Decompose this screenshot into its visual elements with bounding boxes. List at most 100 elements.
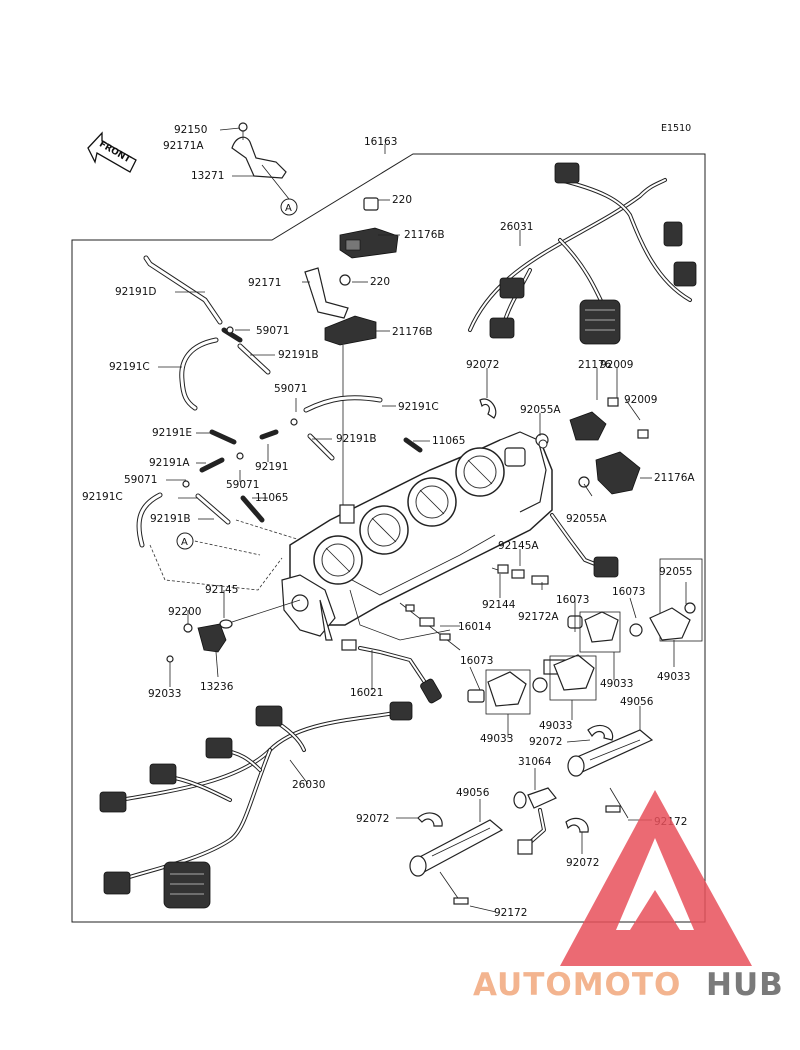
part-label-27: 59071 — [226, 479, 259, 491]
map-sensor-lower — [324, 274, 377, 510]
part-label-12: 92191B — [278, 349, 319, 361]
fuel-joint-31064 — [513, 787, 557, 855]
part-label-2: 13271 — [191, 170, 224, 182]
part-label-50: 49056 — [620, 696, 654, 708]
adjuster-screws — [491, 564, 549, 585]
diagram-frame — [71, 153, 706, 923]
part-label-47: 16021 — [350, 687, 383, 699]
watermark-text-2: HUB — [706, 967, 784, 1003]
part-label-5: 21176B — [404, 229, 445, 241]
part-label-29: 92191C — [82, 491, 123, 503]
part-label-55: 49056 — [456, 787, 490, 799]
part-label-7: 92191D — [115, 286, 157, 298]
throttle-body-assembly — [281, 431, 553, 641]
part-label-3: 16163 — [364, 136, 397, 148]
part-label-42: 92033 — [148, 688, 181, 700]
ref-circle-a-body: A — [176, 532, 194, 550]
part-label-13: 92191C — [109, 361, 150, 373]
part-label-51: 92072 — [529, 736, 562, 748]
part-label-24: 92191A — [149, 457, 190, 469]
part-label-15: 92191C — [398, 401, 439, 413]
map-sensor-upper — [339, 197, 399, 259]
part-label-14: 59071 — [274, 383, 307, 395]
part-label-53: 26030 — [292, 779, 325, 791]
part-label-54: 92072 — [356, 813, 389, 825]
part-label-16: 92072 — [466, 359, 499, 371]
part-label-25: 92191 — [255, 461, 288, 473]
harness-26031 — [468, 162, 697, 345]
ref-circle-a-top: A — [280, 198, 298, 216]
part-label-57: 92072 — [566, 857, 599, 869]
idle-screw-set — [399, 602, 461, 651]
vacuum-hoses — [136, 255, 423, 548]
part-label-11: 21176B — [392, 326, 433, 338]
front-arrow-icon: FRONT — [87, 131, 137, 173]
tps-sensor-21176a — [578, 429, 649, 495]
part-label-41: 16073 — [612, 586, 645, 598]
part-label-17: 21176 — [578, 359, 612, 371]
watermark-triangle-icon — [560, 790, 752, 966]
part-label-35: 92144 — [482, 599, 516, 611]
part-label-26: 59071 — [124, 474, 157, 486]
watermark-text-1: AUTOMOTO — [473, 967, 681, 1003]
part-label-18: 92009 — [600, 359, 633, 371]
throttle-bore-3 — [407, 477, 457, 527]
part-label-43: 13236 — [200, 681, 234, 693]
part-label-23: 11065 — [432, 435, 465, 447]
part-label-44: 16073 — [460, 655, 493, 667]
part-label-39: 92200 — [168, 606, 201, 618]
part-label-6: 26031 — [500, 221, 533, 233]
part-label-52: 31064 — [518, 756, 552, 768]
fuel-rail-left — [409, 819, 504, 905]
part-label-36: 92172A — [518, 611, 559, 623]
tps-bracket — [166, 623, 227, 663]
clamps-92072 — [417, 725, 614, 833]
part-label-34: 92145 — [205, 584, 238, 596]
part-label-4: 220 — [392, 194, 412, 206]
part-label-30: 11065 — [255, 492, 288, 504]
diagram-code: E1510 — [661, 123, 691, 134]
throttle-bore-2 — [359, 505, 409, 555]
part-label-37: 16073 — [556, 594, 589, 606]
bracket-plate — [304, 267, 349, 319]
part-label-22: 92191B — [336, 433, 377, 445]
fuel-rail-right — [567, 729, 654, 819]
svg-text:A: A — [181, 537, 188, 548]
part-label-48: 49033 — [539, 720, 572, 732]
routing-dashed-2 — [189, 539, 261, 556]
routing-dashed-1 — [149, 544, 283, 591]
sensor-lead-92145a — [550, 513, 619, 578]
injector-group-lower — [467, 654, 597, 715]
part-label-21: 92191E — [152, 427, 192, 439]
routing-dashed-3 — [235, 519, 301, 541]
part-label-10: 59071 — [256, 325, 289, 337]
part-label-8: 92171 — [248, 277, 281, 289]
leader-lines — [158, 127, 687, 913]
part-label-46: 49033 — [657, 671, 690, 683]
part-label-28: 21176A — [654, 472, 695, 484]
part-label-9: 220 — [370, 276, 390, 288]
part-label-45: 49033 — [600, 678, 633, 690]
part-label-32: 92055A — [566, 513, 607, 525]
part-label-40: 16014 — [458, 621, 492, 633]
part-label-49: 49033 — [480, 733, 513, 745]
part-label-20: 92009 — [624, 394, 657, 406]
part-label-31: 92191B — [150, 513, 191, 525]
throttle-bore-4 — [455, 447, 505, 497]
throttle-bore-1 — [313, 535, 363, 585]
spring-92145 — [219, 599, 301, 629]
part-label-58: 92172 — [494, 907, 527, 919]
part-label-19: 92055A — [520, 404, 561, 416]
part-label-0: 92150 — [174, 124, 207, 136]
part-number-labels: 9215092171A132711616322021176B2603192191… — [82, 124, 695, 919]
clamp-92072-upper — [479, 398, 548, 449]
watermark-logo: AUTOMOTO HUB — [473, 790, 784, 1003]
part-label-33: 92145A — [498, 540, 539, 552]
part-label-1: 92171A — [163, 140, 204, 152]
part-label-38: 92055 — [659, 566, 692, 578]
shaft-16021 — [341, 639, 442, 704]
harness-26030 — [99, 701, 413, 909]
svg-text:A: A — [285, 203, 292, 214]
